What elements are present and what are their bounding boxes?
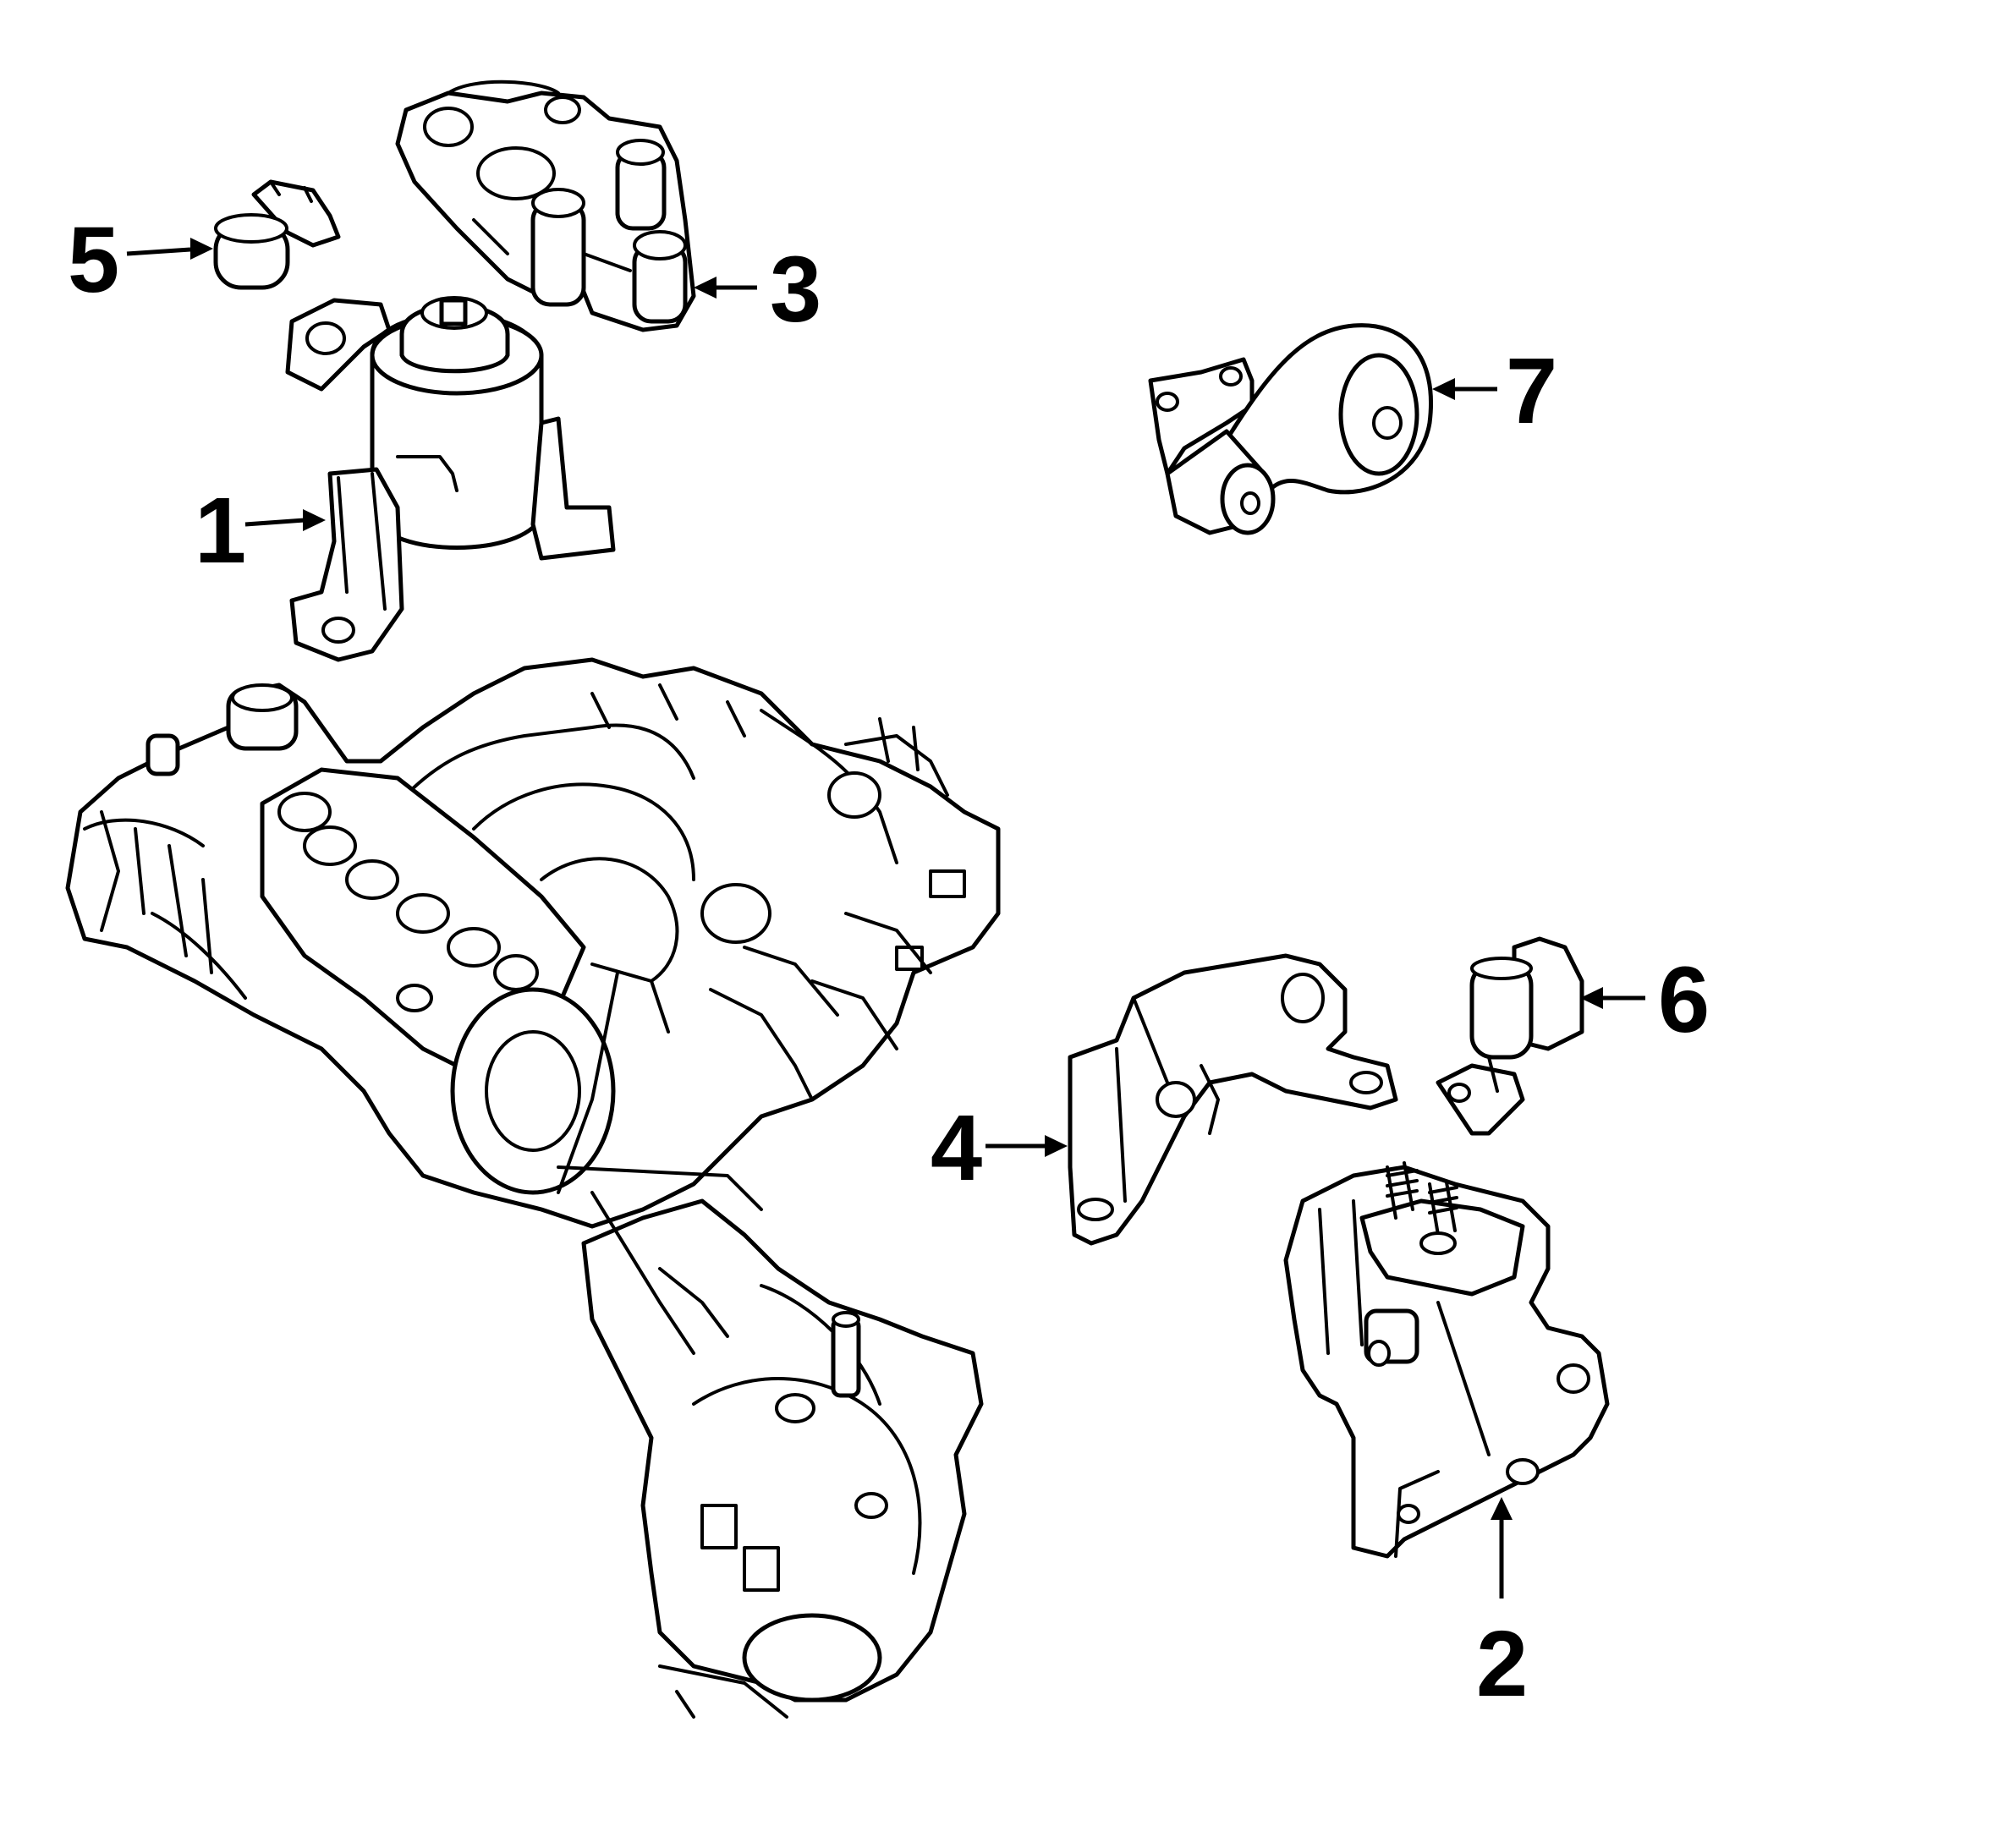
callout-label-5: 5 [68,208,119,312]
part-6-small-mount[interactable] [1436,936,1584,1136]
part-4-mount-bracket[interactable] [1068,953,1398,1246]
callout-label-1: 1 [195,479,246,583]
callout-1: 1 [195,479,326,583]
callout-5: 5 [68,208,213,312]
callout-4: 4 [931,1096,1068,1200]
part-5-mount-cushion[interactable] [213,179,341,290]
engine-transmission-assembly [65,657,1001,1719]
part-2-transmission-mount[interactable] [1283,1161,1610,1559]
callout-label-6: 6 [1658,948,1710,1052]
callout-2: 2 [1476,1497,1528,1716]
callout-label-4: 4 [931,1096,982,1200]
callout-label-3: 3 [770,238,821,342]
callout-6: 6 [1580,948,1710,1052]
part-1-left-engine-mount[interactable] [285,296,616,662]
callout-label-7: 7 [1506,339,1557,443]
callout-label-2: 2 [1476,1612,1528,1716]
part-3-upper-mount-bracket[interactable] [395,80,696,332]
callout-7: 7 [1432,339,1557,443]
callout-3: 3 [694,238,821,342]
part-7-torque-strut[interactable] [1148,323,1433,535]
